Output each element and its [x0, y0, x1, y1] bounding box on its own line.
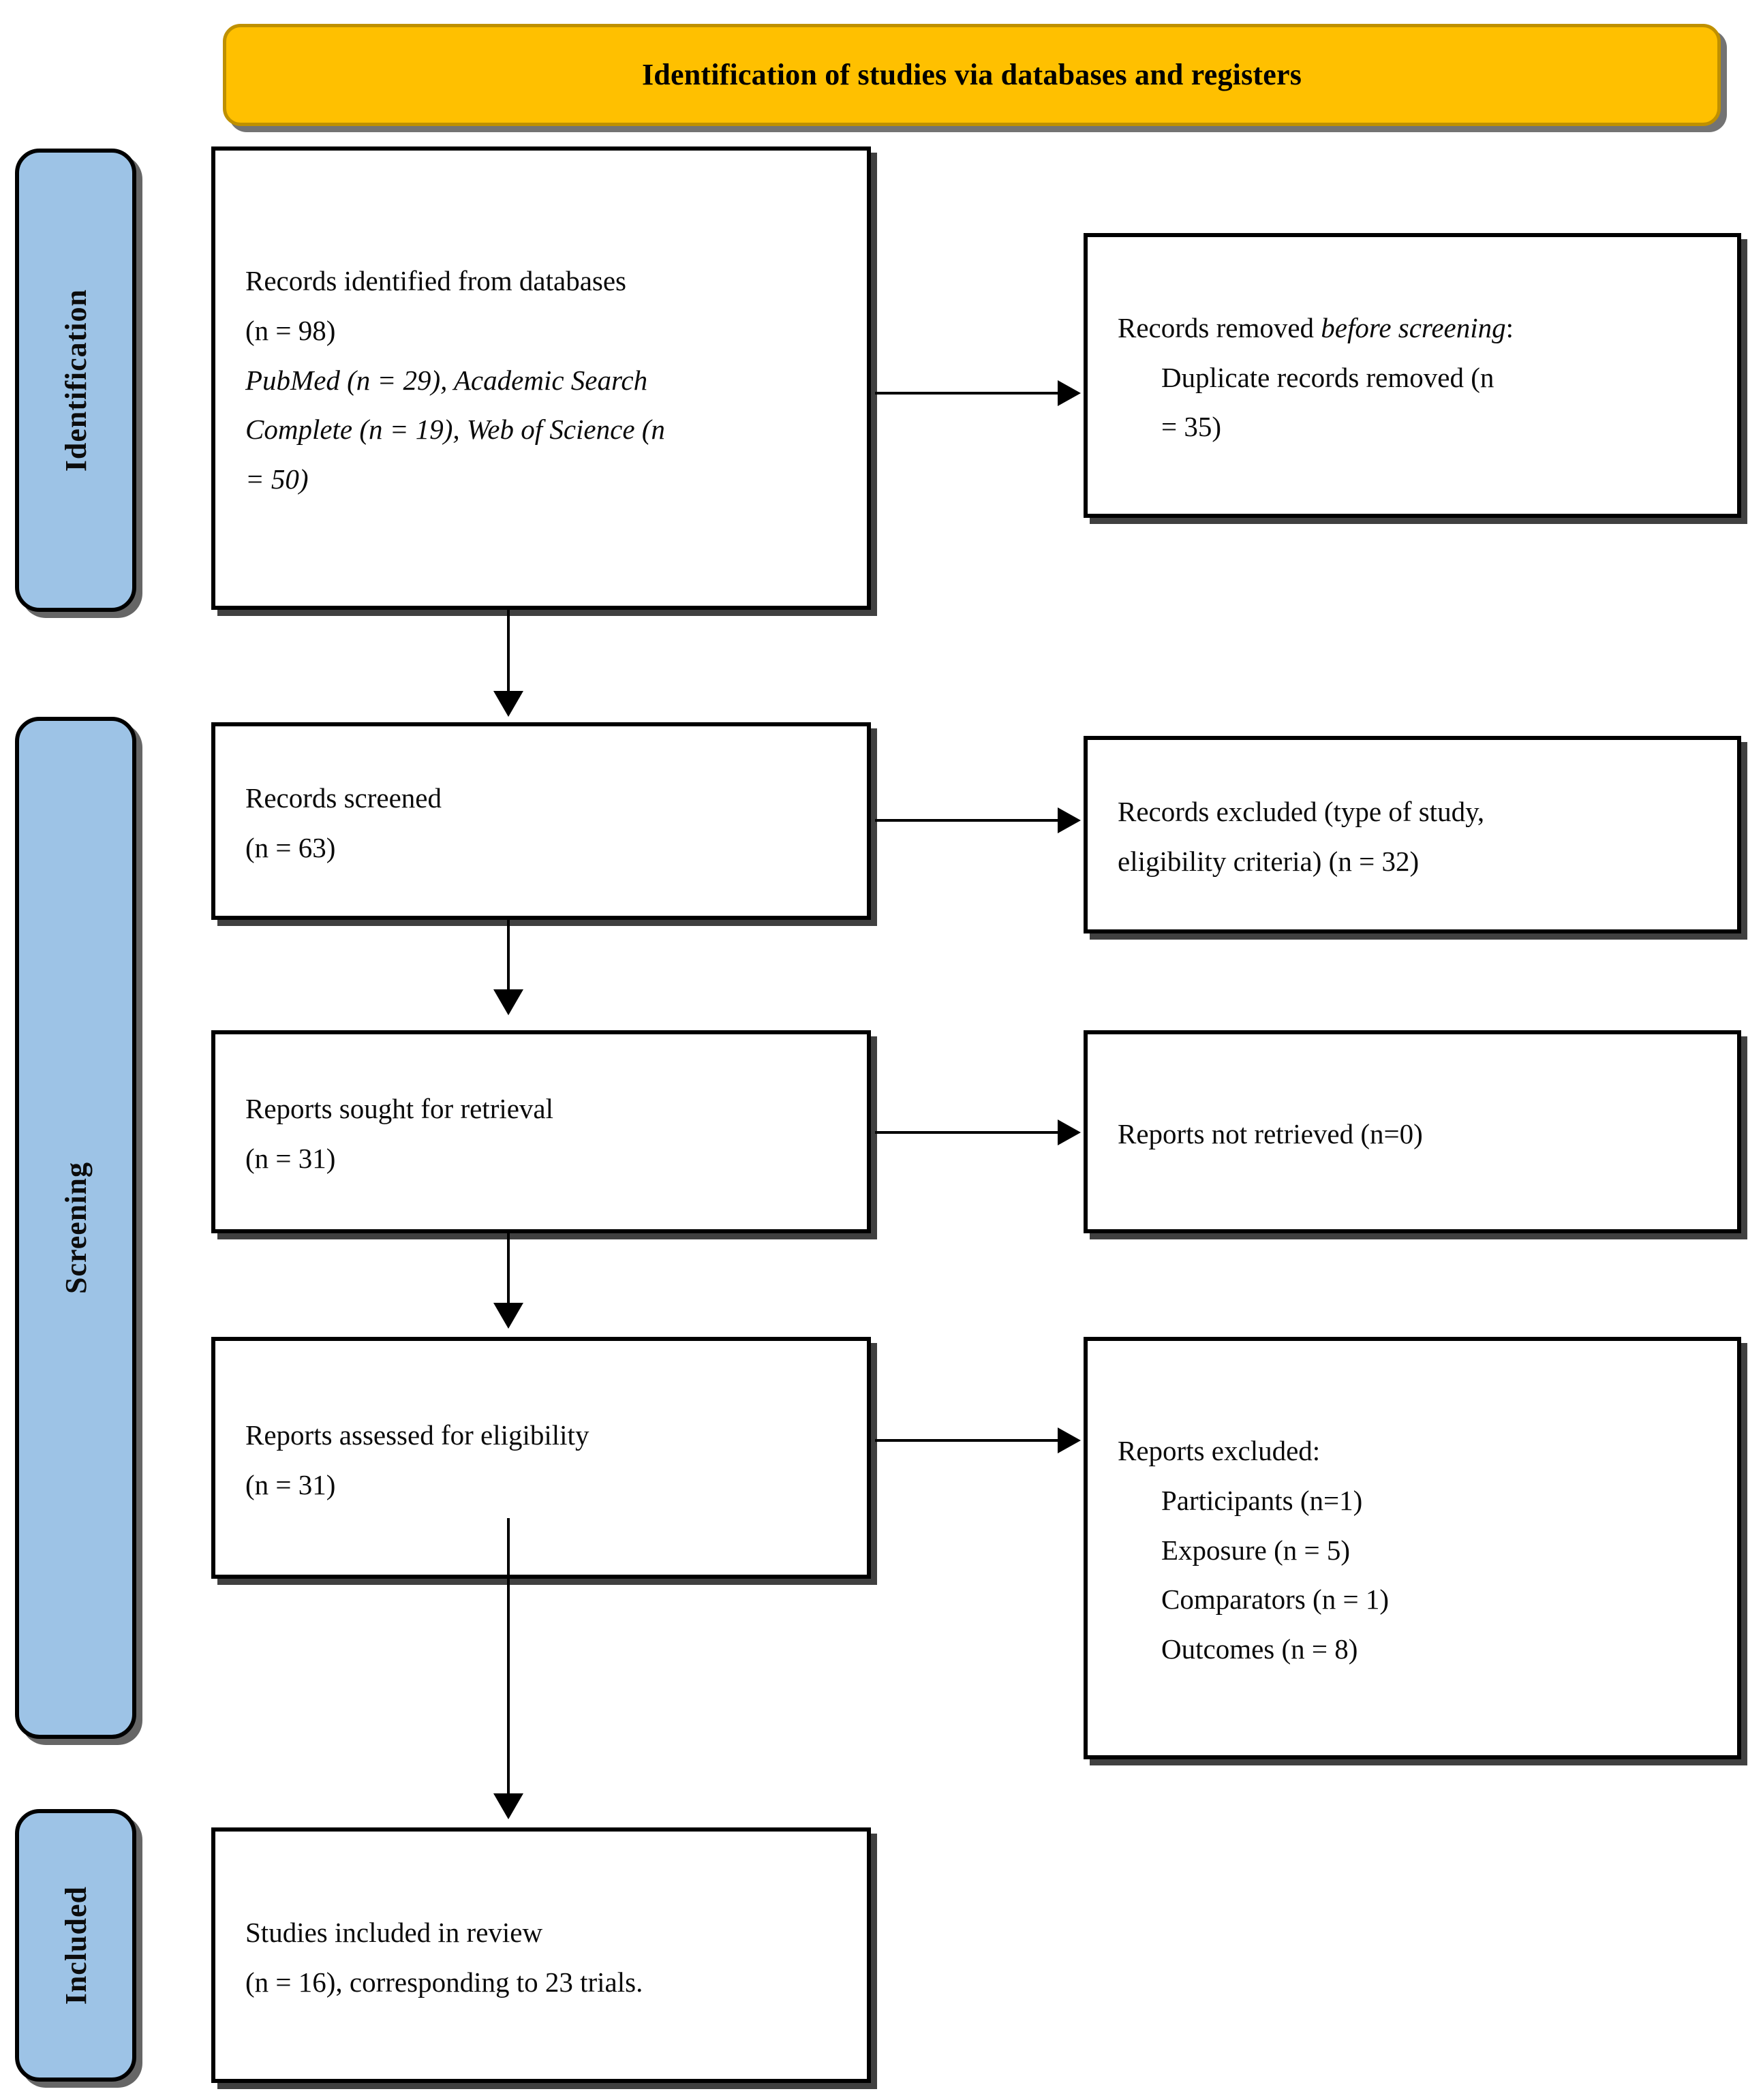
node-records-removed: Records removed before screening: Duplic…	[1084, 233, 1741, 518]
records-removed-heading-italic: before screening	[1321, 311, 1506, 343]
reports-assessed-line-2: (n = 31)	[245, 1468, 336, 1500]
records-removed-heading: Records removed before screening:	[1118, 303, 1707, 353]
connector-line-screened-to-excluded	[875, 819, 1059, 822]
phase-tab-identification: Identification	[15, 149, 136, 612]
arrowhead-sought-to-assessed	[493, 1303, 523, 1329]
banner-title: Identification of studies via databases …	[641, 57, 1302, 91]
node-reports-excluded: Reports excluded: Participants (n=1) Exp…	[1084, 1337, 1741, 1759]
phase-label-screening: Screening	[59, 1162, 93, 1294]
reports-excluded-item-exposure: Exposure (n = 5)	[1161, 1534, 1351, 1566]
records-removed-heading-suffix: :	[1505, 311, 1514, 343]
records-identified-line-2: (n = 98)	[245, 314, 336, 346]
identification-banner: Identification of studies via databases …	[223, 24, 1721, 126]
reports-sought-line-2: (n = 31)	[245, 1143, 336, 1174]
reports-excluded-item-comparators: Comparators (n = 1)	[1161, 1584, 1389, 1616]
records-screened-line-2: (n = 63)	[245, 832, 336, 863]
records-identified-sources-line-3: = 50)	[245, 463, 309, 495]
reports-sought-line-1: Reports sought for retrieval	[245, 1093, 554, 1125]
arrowhead-assessed-to-included	[493, 1793, 523, 1819]
phase-label-identification: Identification	[59, 288, 93, 472]
arrowhead-screened-to-sought	[493, 989, 523, 1015]
node-reports-sought: Reports sought for retrieval (n = 31)	[211, 1030, 871, 1233]
node-reports-assessed: Reports assessed for eligibility (n = 31…	[211, 1337, 871, 1579]
records-removed-item-1: Duplicate records removed (n	[1161, 361, 1494, 393]
records-identified-line-1: Records identified from databases	[245, 264, 627, 296]
records-identified-sources-line-2: Complete (n = 19), Web of Science (n	[245, 414, 665, 446]
records-removed-item-2: = 35)	[1161, 411, 1222, 443]
phase-tab-included: Included	[15, 1809, 136, 2082]
connector-line-assessed-to-excluded	[875, 1439, 1059, 1442]
arrowhead-identified-to-screened	[493, 691, 523, 717]
records-identified-sources-line-1: PubMed (n = 29), Academic Search	[245, 364, 648, 396]
records-excluded-line-2: eligibility criteria) (n = 32)	[1118, 846, 1420, 877]
arrowhead-screened-to-excluded	[1058, 807, 1081, 833]
arrowhead-assessed-to-excluded	[1058, 1427, 1081, 1453]
connector-line-screened-to-sought	[507, 920, 510, 1008]
node-studies-included: Studies included in review (n = 16), cor…	[211, 1827, 871, 2083]
arrowhead-sought-to-not-retrieved	[1058, 1120, 1081, 1145]
arrowhead-identified-to-removed	[1058, 380, 1081, 406]
connector-line-identified-to-screened	[507, 610, 510, 709]
node-records-screened: Records screened (n = 63)	[211, 722, 871, 920]
node-records-excluded: Records excluded (type of study, eligibi…	[1084, 736, 1741, 933]
reports-excluded-item-participants: Participants (n=1)	[1161, 1484, 1363, 1516]
records-removed-heading-plain: Records removed	[1118, 311, 1321, 343]
connector-line-assessed-to-included	[507, 1518, 510, 1812]
connector-line-identified-to-removed	[875, 392, 1059, 395]
phase-label-included: Included	[59, 1885, 93, 2005]
reports-assessed-line-1: Reports assessed for eligibility	[245, 1419, 589, 1451]
connector-line-sought-to-assessed	[507, 1233, 510, 1322]
reports-excluded-item-outcomes: Outcomes (n = 8)	[1161, 1633, 1358, 1665]
records-excluded-line-1: Records excluded (type of study,	[1118, 796, 1485, 828]
node-records-identified: Records identified from databases (n = 9…	[211, 146, 871, 610]
studies-included-line-1: Studies included in review	[245, 1916, 543, 1948]
phase-tab-screening: Screening	[15, 717, 136, 1739]
node-reports-not-retrieved: Reports not retrieved (n=0)	[1084, 1030, 1741, 1233]
connector-line-sought-to-not-retrieved	[875, 1131, 1059, 1134]
reports-not-retrieved-line-1: Reports not retrieved (n=0)	[1118, 1117, 1423, 1149]
studies-included-line-2: (n = 16), corresponding to 23 trials.	[245, 1966, 643, 1998]
records-screened-line-1: Records screened	[245, 782, 442, 814]
reports-excluded-heading: Reports excluded:	[1118, 1434, 1321, 1466]
